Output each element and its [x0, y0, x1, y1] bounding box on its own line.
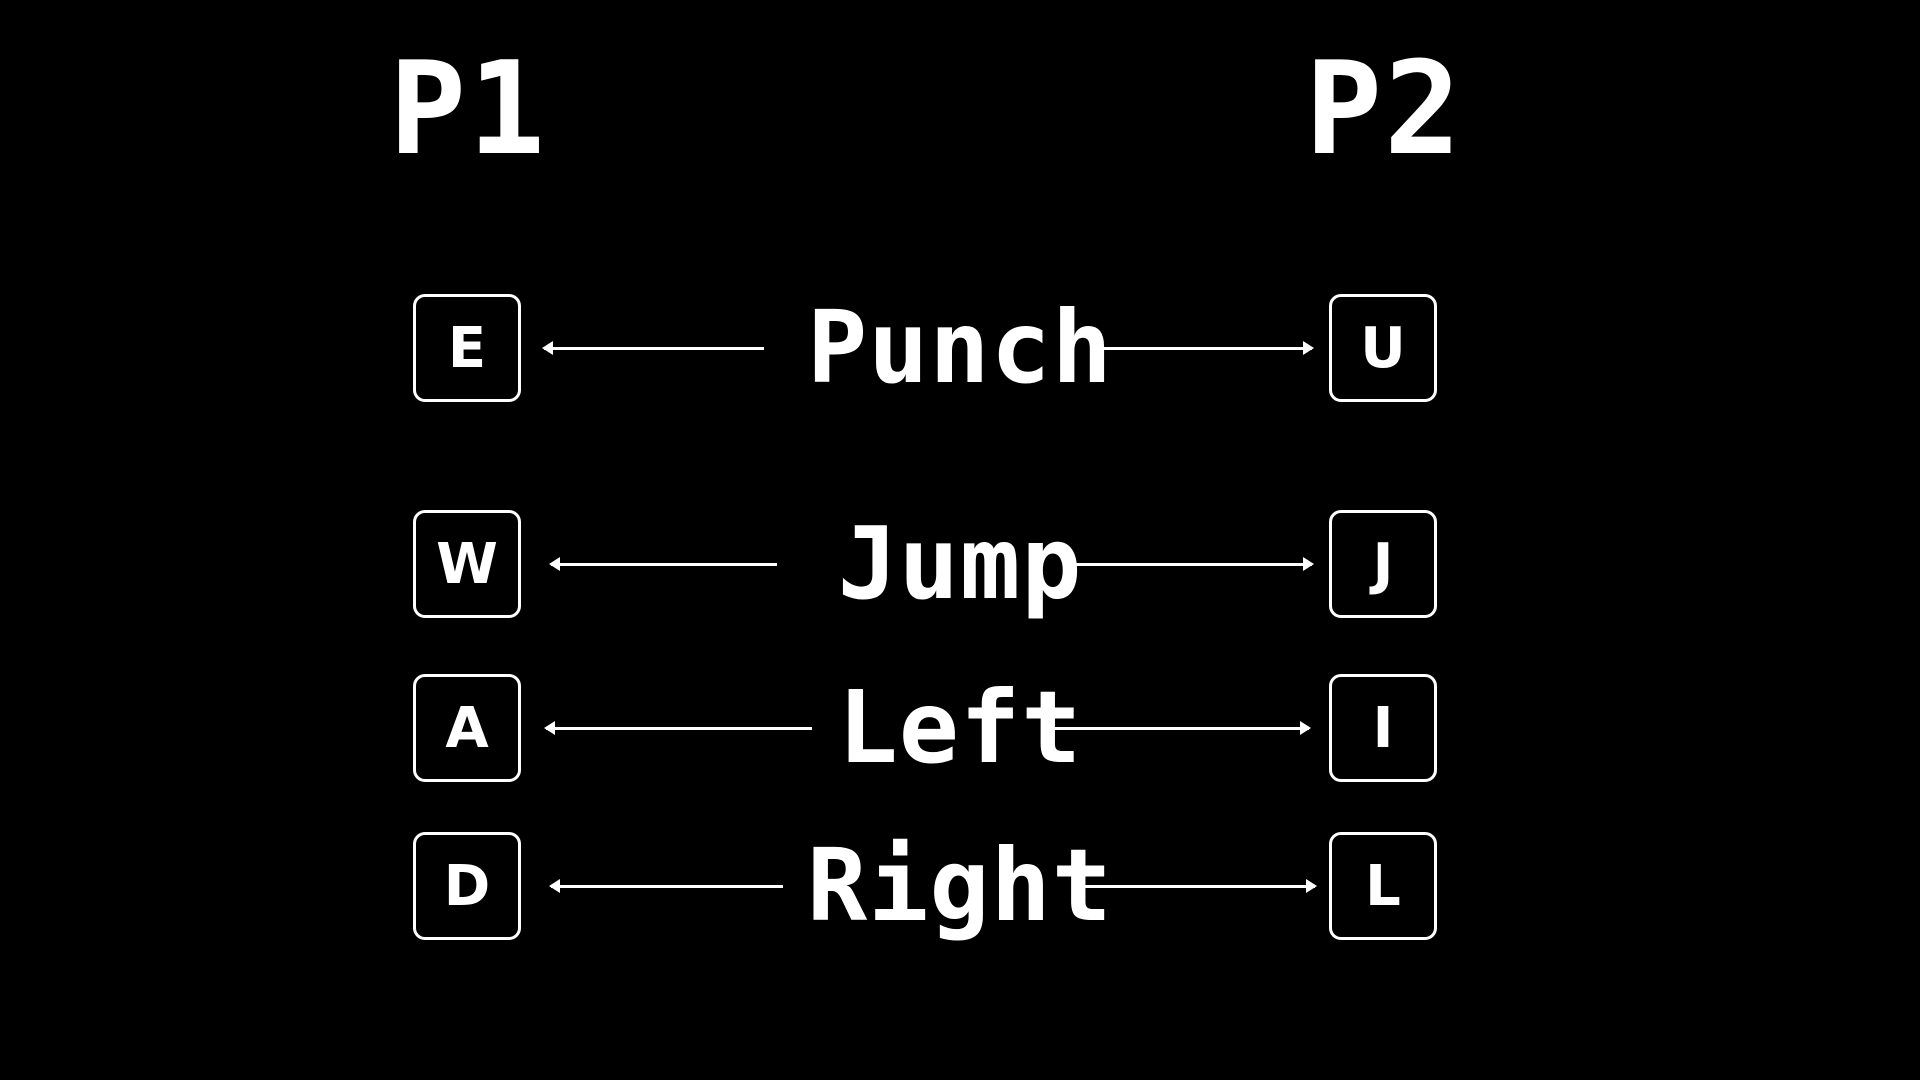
- p2-right-arrow: [1075, 879, 1317, 893]
- binding-row-right: D Right L: [0, 832, 1920, 952]
- binding-row-left: A Left I: [0, 674, 1920, 794]
- p2-right-key: L: [1329, 832, 1437, 940]
- p2-left-arrow: [1051, 721, 1311, 735]
- p1-jump-arrow: [549, 557, 777, 571]
- action-label-jump: Jump: [837, 505, 1083, 622]
- p2-left-key: I: [1329, 674, 1437, 782]
- p1-left-arrow: [544, 721, 812, 735]
- p1-left-key: A: [413, 674, 521, 782]
- action-label-right: Right: [806, 827, 1114, 944]
- player-2-label: P2: [1304, 35, 1464, 184]
- binding-row-jump: W Jump J: [0, 510, 1920, 630]
- action-label-left: Left: [837, 669, 1083, 786]
- p1-jump-key: W: [413, 510, 521, 618]
- p2-jump-key: J: [1329, 510, 1437, 618]
- action-label-punch: Punch: [806, 289, 1114, 406]
- p1-right-arrow: [549, 879, 783, 893]
- p1-punch-arrow: [542, 341, 764, 355]
- p1-punch-key: E: [413, 294, 521, 402]
- p2-jump-arrow: [1075, 557, 1314, 571]
- p2-punch-arrow: [1100, 341, 1314, 355]
- p2-punch-key: U: [1329, 294, 1437, 402]
- player-1-label: P1: [388, 35, 548, 184]
- p1-right-key: D: [413, 832, 521, 940]
- binding-row-punch: E Punch U: [0, 294, 1920, 414]
